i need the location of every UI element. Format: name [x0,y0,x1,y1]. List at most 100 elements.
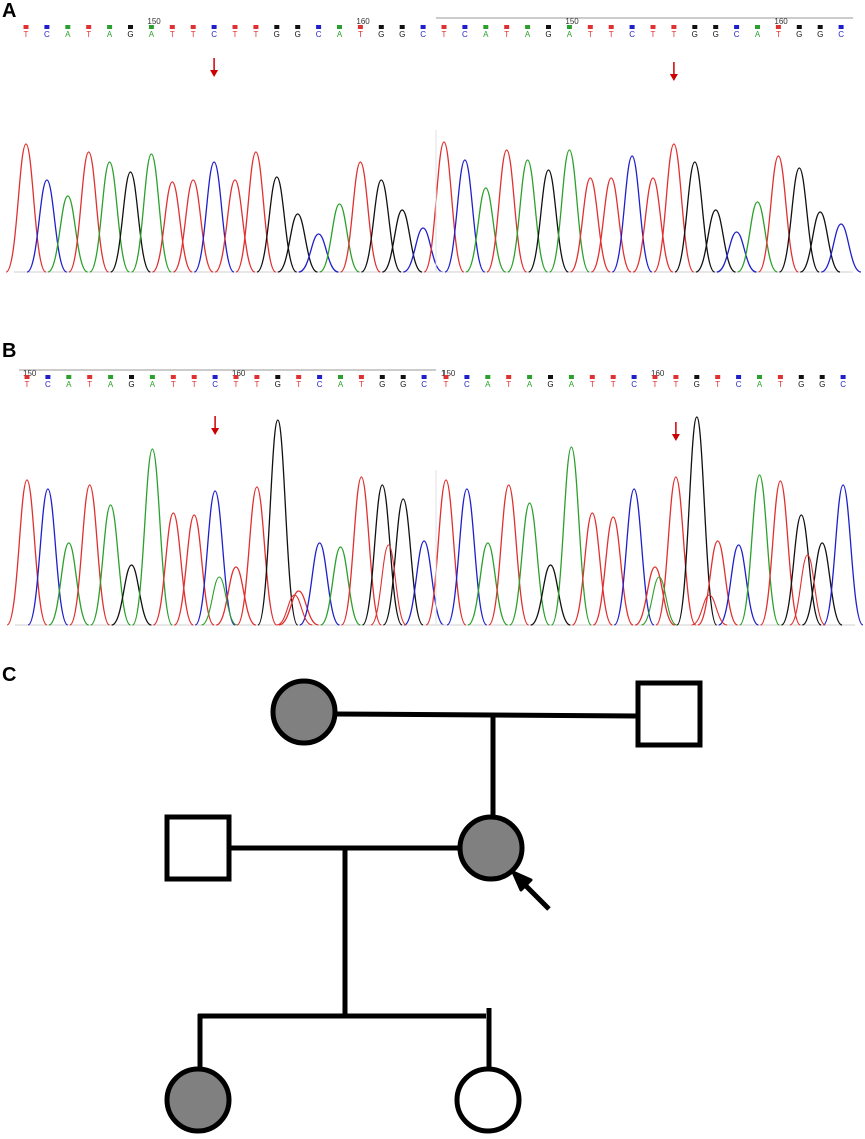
b-right-base-marker [757,375,762,379]
a-right-peak [632,177,674,273]
a-left-peak [172,179,214,273]
b-left-base-call: T [25,380,30,389]
b-right-peak [655,476,697,626]
a-right-base-marker [587,25,593,29]
a-right-base-marker [462,25,468,29]
a-right-peak [548,149,590,273]
a-left-base-marker [295,25,301,29]
b-left-peak [215,566,257,626]
b-left-base-marker [45,375,51,379]
b-left-peak [27,488,69,626]
b-left-base-call: T [254,380,259,389]
b-right-secondary-peak [691,594,728,626]
b-left-base-marker [317,375,323,379]
b-right-base-marker [443,375,449,379]
b-right-peak [676,416,718,626]
a-right-base-marker [650,25,656,29]
a-left-base-call: A [149,30,155,39]
b-left-secondary-peak [370,544,407,626]
b-right-peak [759,480,801,626]
a-left-base-call: T [24,30,29,39]
panel-label-c: C [2,664,17,686]
a-right-base-call: C [838,30,844,39]
panel-label-a: A [2,0,17,22]
b-right-tick-label: 160 [651,369,665,378]
b-right-base-call: G [798,380,804,389]
b-left-base-marker [358,375,364,379]
b-right-secondary-peak [789,554,826,626]
a-left-base-call: T [191,30,196,39]
b-left-base-call: T [359,380,364,389]
a-left-base-marker [128,25,133,29]
b-left-base-call: G [400,380,406,389]
a-right-base-marker [817,25,823,29]
b-left-base-marker [66,375,72,379]
a-right-base-marker [566,25,572,29]
a-left-base-call: A [337,30,343,39]
b-right-base-marker [464,375,470,379]
a-left-base-marker [65,25,71,29]
a-right-base-marker [692,25,698,29]
a-right-tick-label: 160 [774,17,788,26]
b-left-peak [236,486,278,626]
b-right-base-call: T [506,380,511,389]
a-right-peak [528,169,569,273]
a-left-base-call: C [420,30,426,39]
a-left-base-call: G [274,30,280,39]
b-left-base-call: G [128,380,134,389]
a-left-base-call: T [253,30,258,39]
a-left-base-marker [148,25,154,29]
a-left-base-marker [23,25,29,29]
a-left-base-marker [44,25,50,29]
b-left-secondary-peak [201,576,238,626]
a-right-mutation-arrow-icon [669,74,678,81]
a-left-peak [235,151,277,273]
b-right-base-marker [527,375,533,379]
b-right-peak [697,540,738,626]
a-left-peak [298,233,339,273]
a-right-base-marker [629,25,635,29]
b-left-peak [257,419,299,626]
b-right-base-call: C [736,380,742,389]
a-left-base-call: T [170,30,175,39]
b-left-base-marker [108,375,114,379]
b-right-base-marker [777,375,783,379]
a-left-base-marker [316,25,322,29]
b-left-peak [320,546,361,626]
b-right-base-call: A [485,380,491,389]
proband-arrow-shaft [522,882,551,911]
b-left-base-marker [149,375,155,379]
b-right-base-call: T [673,380,678,389]
a-right-peak [820,223,862,273]
b-right-base-call: T [653,380,658,389]
b-right-peak [739,474,780,626]
b-left-peak [340,476,382,626]
a-left-base-marker [211,25,217,29]
a-right-base-marker [838,25,844,29]
a-right-base-call: C [734,30,740,39]
a-left-base-marker [107,25,113,29]
b-left-base-marker [275,375,281,379]
b-right-base-marker [694,375,700,379]
a-right-peak [486,149,528,273]
a-right-base-call: T [651,30,656,39]
b-right-peak [801,542,843,626]
a-right-base-call: T [609,30,614,39]
a-left-peak [319,203,360,273]
a-right-base-call: T [588,30,593,39]
b-left-base-call: T [171,380,176,389]
b-right-peak [592,516,634,626]
b-left-base-marker [254,375,260,379]
a-right-base-marker [504,25,510,29]
b-right-peak [613,488,655,626]
a-right-peak [800,211,841,273]
a-right-peak [757,155,799,273]
a-left-base-call: G [399,30,405,39]
b-left-peak [111,564,152,626]
a-right-base-call: G [545,30,551,39]
b-left-base-marker [129,375,134,379]
a-right-peak [590,177,632,273]
a-right-base-marker [775,25,781,29]
a-left-base-marker [190,25,196,29]
